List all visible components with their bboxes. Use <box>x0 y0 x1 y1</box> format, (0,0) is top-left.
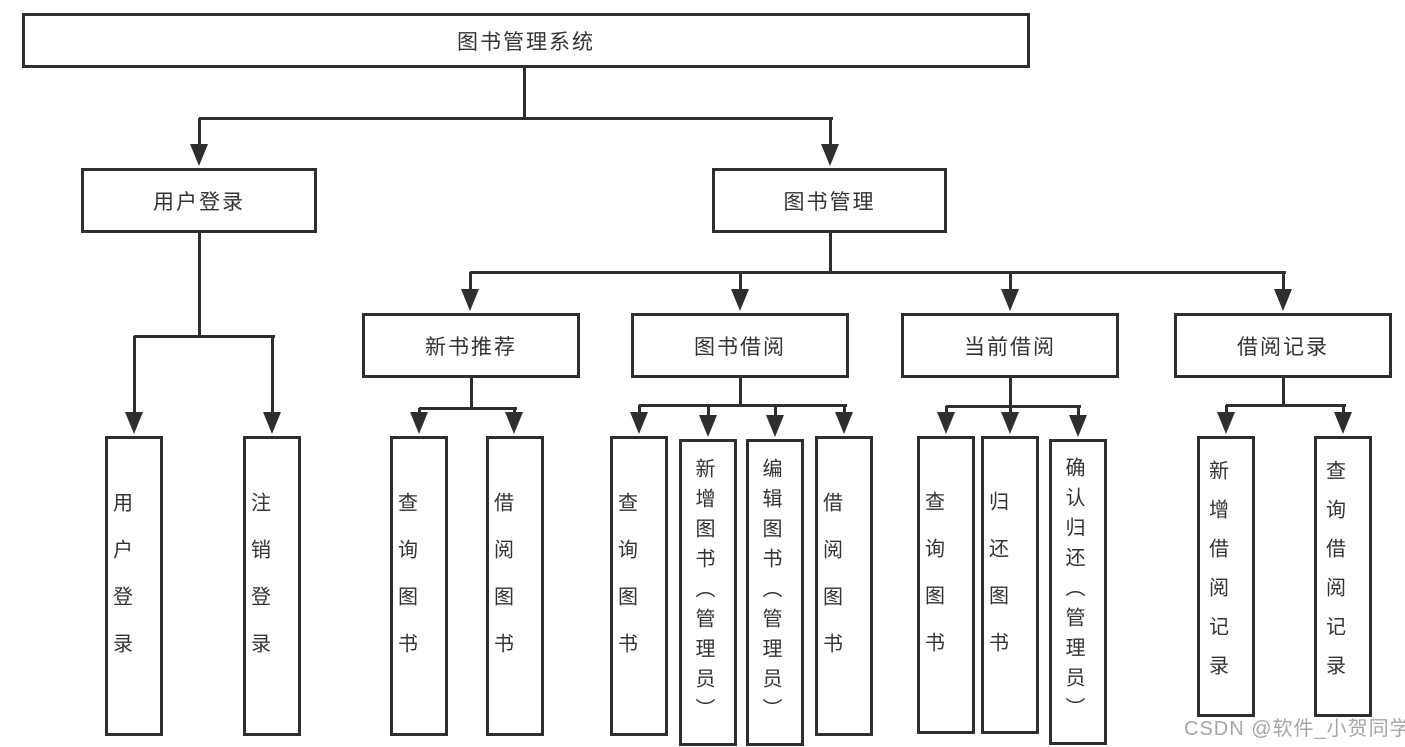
node-user-login: 用户登录 <box>81 168 317 233</box>
connector-line <box>199 116 833 120</box>
node-label-leaf-user-login: 用户登录 <box>109 492 132 680</box>
node-label-new-book-recommend: 新书推荐 <box>425 335 517 359</box>
node-leaf-edit-book-admin: 编辑图书（管理员） <box>746 439 804 746</box>
node-label-leaf-add-book-admin: 新增图书（管理员） <box>692 457 714 728</box>
node-leaf-return-books: 归还图书 <box>981 436 1039 734</box>
arrowhead-down-icon <box>1217 412 1235 434</box>
arrowhead-down-icon <box>263 412 281 434</box>
node-label-leaf-query-books-2: 查询图书 <box>614 492 637 680</box>
arrow-stem-line <box>738 272 742 293</box>
node-label-current-borrowing: 当前借阅 <box>964 335 1056 359</box>
arrowhead-down-icon <box>190 144 208 166</box>
arrow-stem-line <box>944 406 948 416</box>
node-leaf-user-login: 用户登录 <box>105 436 163 736</box>
arrow-stem-line <box>706 405 710 419</box>
node-leaf-add-borrow-record: 新增借阅记录 <box>1197 436 1255 717</box>
arrowhead-down-icon <box>125 412 143 434</box>
node-label-leaf-return-books: 归还图书 <box>985 491 1008 679</box>
node-label-system: 图书管理系统 <box>457 30 595 54</box>
arrow-stem-line <box>197 118 201 148</box>
node-leaf-borrow-books-2: 借阅图书 <box>815 436 873 736</box>
node-current-borrowing: 当前借阅 <box>901 313 1119 378</box>
node-label-leaf-query-borrow-record: 查询借阅记录 <box>1322 459 1345 694</box>
connector-line <box>828 233 832 274</box>
arrowhead-down-icon <box>821 144 839 166</box>
arrowhead-down-icon <box>1069 415 1087 437</box>
node-borrowing-records: 借阅记录 <box>1174 313 1392 378</box>
arrowhead-down-icon <box>1274 289 1292 311</box>
node-book-management: 图书管理 <box>712 168 947 233</box>
arrowhead-down-icon <box>410 412 428 434</box>
node-label-leaf-edit-book-admin: 编辑图书（管理员） <box>759 457 781 728</box>
arrow-stem-line <box>1008 406 1012 416</box>
arrowhead-down-icon <box>630 412 648 434</box>
node-label-leaf-borrow-books-2: 借阅图书 <box>819 492 842 680</box>
arrowhead-down-icon <box>1334 412 1352 434</box>
node-leaf-query-books-3: 查询图书 <box>917 436 975 734</box>
arrow-stem-line <box>1341 405 1345 416</box>
arrowhead-down-icon <box>731 289 749 311</box>
arrowhead-down-icon <box>1001 412 1019 434</box>
node-leaf-query-books-2: 查询图书 <box>610 436 668 736</box>
node-label-leaf-confirm-return-admin: 确认归还（管理员） <box>1062 457 1084 727</box>
arrowhead-down-icon <box>505 412 523 434</box>
connector-line <box>134 334 275 338</box>
connector-line <box>1008 378 1012 408</box>
arrowhead-down-icon <box>1001 289 1019 311</box>
arrow-stem-line <box>1076 406 1080 419</box>
arrow-stem-line <box>132 336 136 416</box>
node-label-leaf-query-books-1: 查询图书 <box>394 492 417 680</box>
arrow-stem-line <box>773 405 777 419</box>
node-leaf-confirm-return-admin: 确认归还（管理员） <box>1049 439 1107 745</box>
node-book-borrowing: 图书借阅 <box>631 313 849 378</box>
connector-line <box>946 404 1081 408</box>
connector-line <box>639 403 847 407</box>
arrow-stem-line <box>468 272 472 293</box>
node-label-leaf-logout: 注销登录 <box>247 492 270 680</box>
connector-line <box>1281 378 1285 407</box>
connector-line <box>469 378 473 410</box>
arrowhead-down-icon <box>766 415 784 437</box>
connector-line <box>738 378 742 407</box>
node-label-leaf-add-borrow-record: 新增借阅记录 <box>1205 459 1228 694</box>
node-label-book-management: 图书管理 <box>783 190 876 214</box>
arrow-stem-line <box>1008 272 1012 293</box>
arrow-stem-line <box>842 405 846 416</box>
node-leaf-query-borrow-record: 查询借阅记录 <box>1314 436 1372 717</box>
arrowhead-down-icon <box>461 289 479 311</box>
node-label-leaf-borrow-books-1: 借阅图书 <box>490 492 513 680</box>
arrowhead-down-icon <box>699 415 717 437</box>
node-leaf-query-books-1: 查询图书 <box>390 436 448 736</box>
arrow-stem-line <box>828 118 832 148</box>
node-system: 图书管理系统 <box>22 13 1030 68</box>
node-label-book-borrowing: 图书借阅 <box>694 335 786 359</box>
arrow-stem-line <box>1224 405 1228 416</box>
arrow-stem-line <box>270 336 274 416</box>
csdn-watermark: CSDN @软件_小贺同学 <box>1184 718 1405 740</box>
node-leaf-logout: 注销登录 <box>243 436 301 736</box>
arrowhead-down-icon <box>937 412 955 434</box>
connector-line <box>522 68 526 120</box>
connector-line <box>197 233 201 338</box>
connector-line <box>470 270 1286 274</box>
node-label-borrowing-records: 借阅记录 <box>1237 335 1329 359</box>
connector-line <box>419 406 517 410</box>
node-new-book-recommend: 新书推荐 <box>362 313 580 378</box>
node-leaf-add-book-admin: 新增图书（管理员） <box>679 439 737 746</box>
arrow-stem-line <box>637 405 641 416</box>
connector-line <box>1226 403 1346 407</box>
arrow-stem-line <box>1281 272 1285 293</box>
arrowhead-down-icon <box>835 412 853 434</box>
node-label-user-login: 用户登录 <box>153 190 245 214</box>
node-label-leaf-query-books-3: 查询图书 <box>921 491 944 679</box>
node-leaf-borrow-books-1: 借阅图书 <box>486 436 544 736</box>
